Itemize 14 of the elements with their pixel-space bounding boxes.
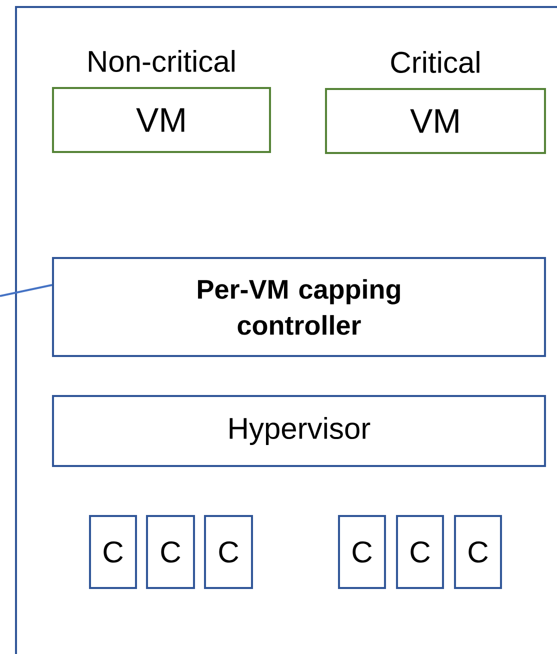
- vm-box: VM: [325, 88, 546, 154]
- server-box: [15, 6, 557, 654]
- core-box: C: [338, 515, 386, 589]
- connector-line: [0, 284, 52, 297]
- vm-label: Critical: [391, 51, 480, 74]
- core-box: C: [454, 515, 502, 589]
- vm-label: Non-critical: [88, 50, 234, 72]
- vm-box: VM: [52, 87, 271, 153]
- core-box: C: [396, 515, 444, 589]
- core-box: C: [146, 515, 195, 589]
- core-box: C: [89, 515, 137, 589]
- core-box: C: [204, 515, 253, 589]
- controller-box: Per-VM capping controller: [52, 257, 546, 357]
- hypervisor-box: Hypervisor: [52, 395, 546, 467]
